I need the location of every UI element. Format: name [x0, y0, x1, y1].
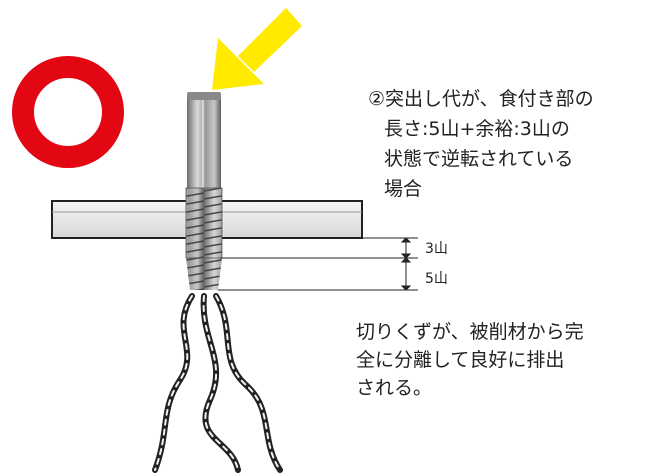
- good-mark-circle: [12, 56, 124, 168]
- chip-left: [152, 293, 195, 473]
- condition-line-3: 状態で逆転されている: [384, 148, 574, 170]
- condition-line-4: 場合: [384, 178, 423, 200]
- tap-threads: [185, 187, 223, 290]
- chips: [152, 293, 283, 473]
- chamfer-thread-label: 5山: [425, 271, 448, 287]
- condition-caption: ②突出し代が、食付き部の 長さ:5山+余裕:3山の 状態で逆転されている 場合: [368, 84, 594, 204]
- chip-right: [213, 293, 283, 473]
- dimension-lines: [218, 237, 418, 291]
- chip-middle: [200, 293, 241, 473]
- yellow-arrow: [212, 8, 302, 90]
- result-caption: 切りくずが、被削材から完 全に分離して良好に排出 される。: [356, 318, 584, 402]
- condition-line-1: ②突出し代が、食付き部の: [368, 88, 594, 110]
- result-line-3: される。: [356, 377, 433, 399]
- tap-shank: [187, 92, 221, 196]
- condition-line-2: 長さ:5山+余裕:3山の: [384, 118, 570, 140]
- result-line-1: 切りくずが、被削材から完: [356, 321, 584, 343]
- result-line-2: 全に分離して良好に排出: [356, 349, 565, 371]
- margin-thread-label: 3山: [425, 241, 448, 257]
